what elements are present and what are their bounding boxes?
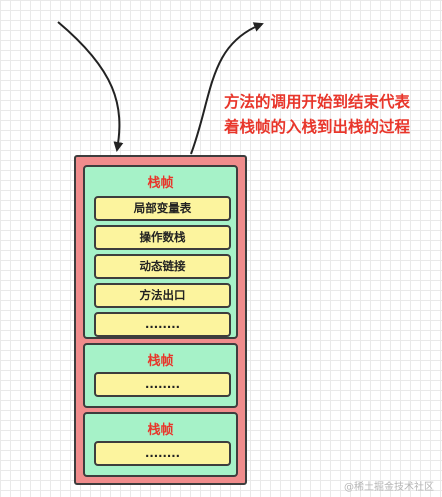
caption: 方法的调用开始到结束代表 着栈帧的入栈到出栈的过程 bbox=[224, 90, 439, 140]
stack-frame-title: 栈帧 bbox=[147, 423, 174, 438]
stack-frame-3: 栈帧 ........ bbox=[83, 412, 238, 477]
operand-stack: 操作数栈 bbox=[94, 225, 231, 250]
more-slots: ........ bbox=[94, 372, 231, 397]
caption-line-2: 着栈帧的入栈到出栈的过程 bbox=[224, 118, 411, 136]
more-slots: ........ bbox=[94, 312, 231, 337]
dynamic-linking: 动态链接 bbox=[94, 254, 231, 279]
local-variable-table: 局部变量表 bbox=[94, 196, 231, 221]
stack-frame-1: 栈帧 局部变量表 操作数栈 动态链接 方法出口 ........ bbox=[83, 165, 238, 339]
stack-frame-2: 栈帧 ........ bbox=[83, 343, 238, 408]
watermark: @稀土掘金技术社区 bbox=[344, 482, 434, 493]
stack-frame-title: 栈帧 bbox=[147, 354, 174, 369]
more-slots: ........ bbox=[94, 441, 231, 466]
method-exit: 方法出口 bbox=[94, 283, 231, 308]
stack-frame-title: 栈帧 bbox=[147, 176, 174, 191]
caption-line-1: 方法的调用开始到结束代表 bbox=[224, 93, 411, 111]
pop-arrow bbox=[190, 22, 264, 155]
push-arrow bbox=[57, 21, 124, 152]
java-vm-stack: 栈帧 局部变量表 操作数栈 动态链接 方法出口 ........ 栈帧 ....… bbox=[74, 155, 247, 485]
